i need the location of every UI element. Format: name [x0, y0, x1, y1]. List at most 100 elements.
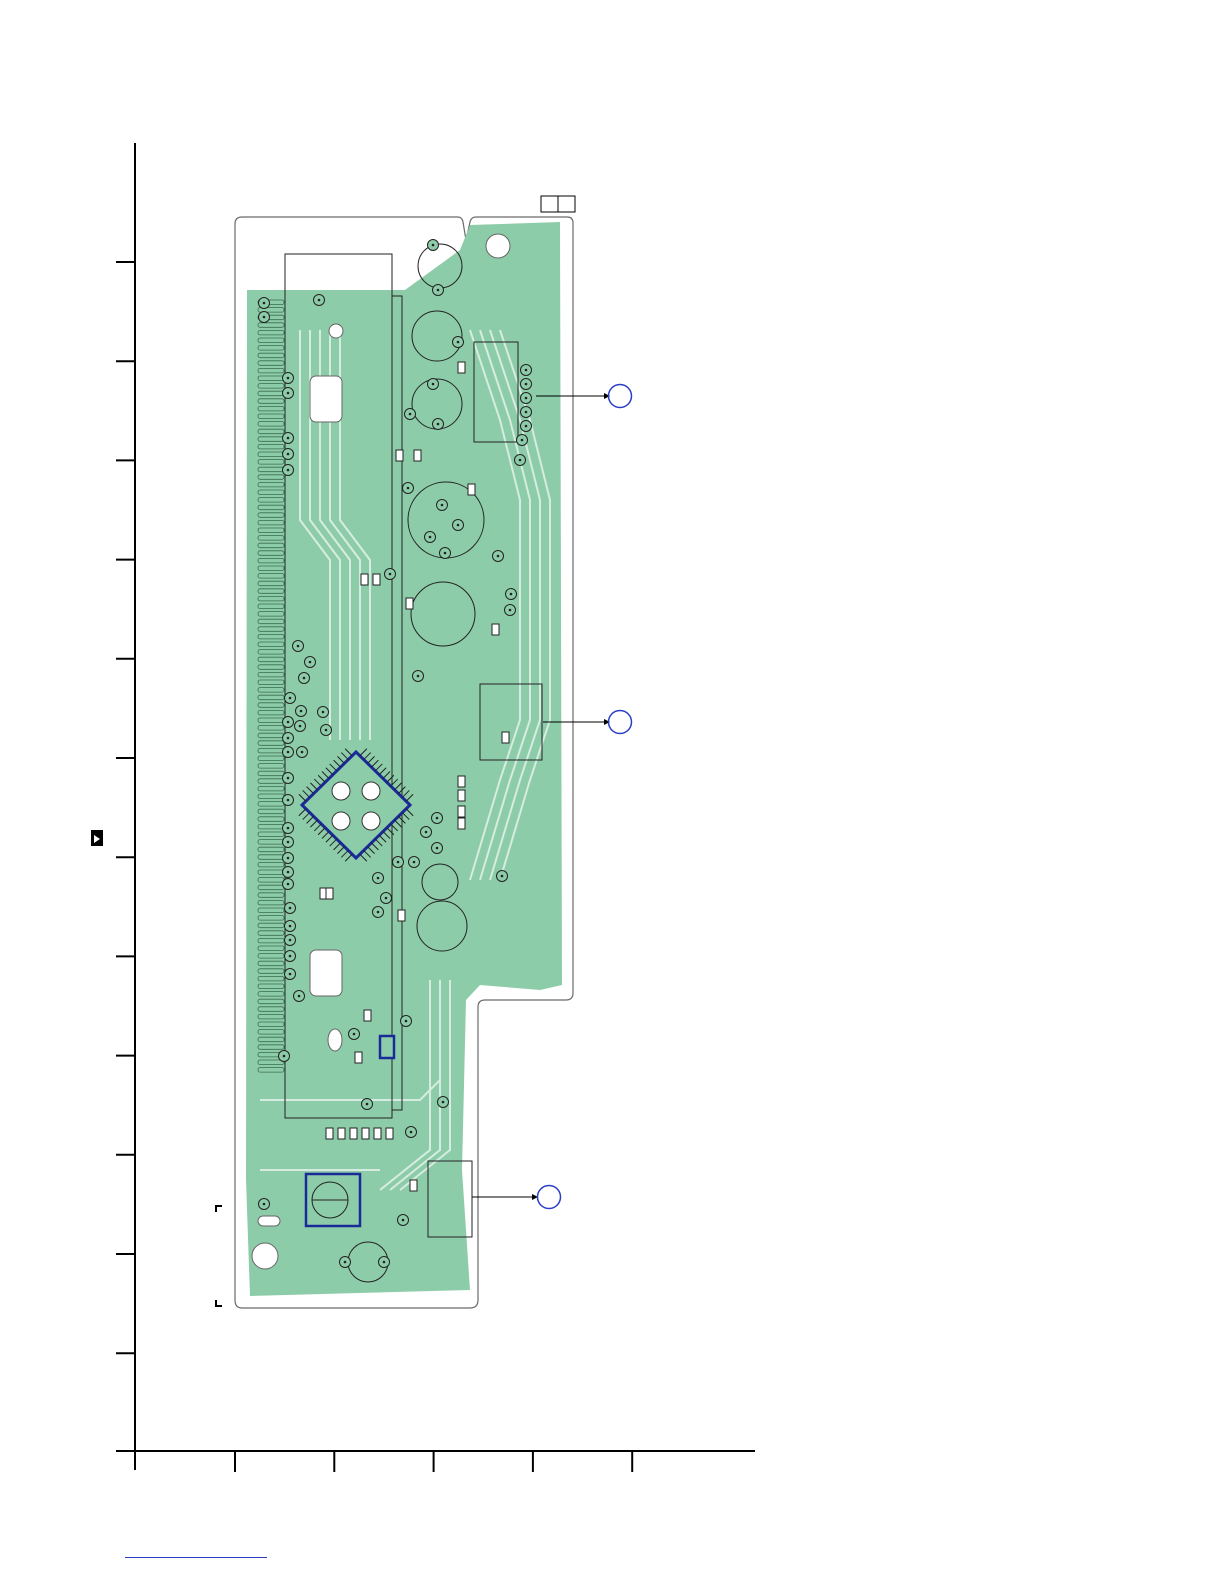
- finger: [258, 847, 284, 852]
- smd-part: [492, 624, 499, 635]
- finger: [258, 422, 284, 427]
- finger: [258, 475, 284, 480]
- corner-box: [541, 196, 575, 212]
- finger: [258, 1007, 284, 1012]
- smd-part: [458, 818, 465, 829]
- finger: [258, 992, 284, 997]
- pad-hole: [298, 995, 301, 998]
- pad-hole: [289, 925, 292, 928]
- pad-hole: [300, 710, 303, 713]
- finger: [258, 1030, 284, 1035]
- finger: [258, 505, 284, 510]
- finger: [258, 384, 284, 389]
- finger: [258, 467, 284, 472]
- finger: [258, 452, 284, 457]
- finger: [258, 923, 284, 928]
- finger: [258, 976, 284, 981]
- pad-hole: [287, 871, 290, 874]
- finger: [258, 338, 284, 343]
- pad-hole: [521, 439, 524, 442]
- pad-hole: [297, 645, 300, 648]
- finger: [258, 346, 284, 351]
- finger: [258, 832, 284, 837]
- callout-1-marker: [609, 385, 632, 408]
- pad-hole: [287, 857, 290, 860]
- finger: [258, 900, 284, 905]
- callout-2-marker: [609, 711, 632, 734]
- smd-part: [361, 574, 368, 585]
- finger: [258, 414, 284, 419]
- finger: [258, 809, 284, 814]
- finger: [258, 1068, 284, 1073]
- pad-hole: [436, 817, 439, 820]
- pad-hole: [383, 1261, 386, 1264]
- finger: [258, 794, 284, 799]
- finger: [258, 969, 284, 974]
- pad-hole: [344, 1261, 347, 1264]
- finger: [258, 536, 284, 541]
- footer-link-rule[interactable]: [125, 1557, 267, 1558]
- finger: [258, 779, 284, 784]
- finger: [258, 657, 284, 662]
- pad-hole: [525, 369, 528, 372]
- finger: [258, 984, 284, 989]
- finger: [258, 634, 284, 639]
- pad-hole: [457, 341, 460, 344]
- col-ticks: [235, 1451, 632, 1472]
- pad-hole: [425, 831, 428, 834]
- pad-hole: [525, 383, 528, 386]
- pad-hole: [287, 777, 290, 780]
- pad-hole: [283, 1055, 286, 1058]
- finger: [258, 680, 284, 685]
- finger: [258, 589, 284, 594]
- finger: [258, 604, 284, 609]
- finger: [258, 862, 284, 867]
- finger: [258, 733, 284, 738]
- finger: [258, 558, 284, 563]
- smd-part: [396, 450, 403, 461]
- finger: [258, 946, 284, 951]
- smd-part: [406, 598, 413, 609]
- finger: [258, 672, 284, 677]
- finger: [258, 855, 284, 860]
- pad-hole: [417, 675, 420, 678]
- smd-part: [350, 1128, 357, 1139]
- smd-part: [414, 450, 421, 461]
- pad-hole: [413, 861, 416, 864]
- finger: [258, 642, 284, 647]
- pad-hole: [289, 697, 292, 700]
- pad-hole: [437, 423, 440, 426]
- pad-hole: [289, 907, 292, 910]
- finger: [258, 840, 284, 845]
- pad-hole: [287, 469, 290, 472]
- pad-hole: [407, 487, 410, 490]
- pad-hole: [525, 425, 528, 428]
- smd-part: [338, 1128, 345, 1139]
- finger: [258, 482, 284, 487]
- finger: [258, 490, 284, 495]
- pad-hole: [444, 552, 447, 555]
- pad-hole: [301, 751, 304, 754]
- logo-mark: [91, 830, 103, 846]
- finger: [258, 748, 284, 753]
- pad-hole: [318, 299, 321, 302]
- pad-hole: [442, 1101, 445, 1104]
- pad-hole: [263, 1203, 266, 1206]
- smd-part: [364, 1010, 371, 1021]
- pad-hole: [287, 827, 290, 830]
- finger: [258, 1037, 284, 1042]
- pad-hole: [501, 875, 504, 878]
- pad-hole: [385, 897, 388, 900]
- finger: [258, 885, 284, 890]
- callout-3-marker: [538, 1186, 561, 1209]
- finger: [258, 741, 284, 746]
- smd-part: [458, 776, 465, 787]
- finger: [258, 893, 284, 898]
- finger: [258, 908, 284, 913]
- finger: [258, 650, 284, 655]
- finger: [258, 596, 284, 601]
- smd-part: [458, 806, 465, 817]
- pad-hole: [389, 573, 392, 576]
- pad-hole: [509, 609, 512, 612]
- pad-hole: [429, 536, 432, 539]
